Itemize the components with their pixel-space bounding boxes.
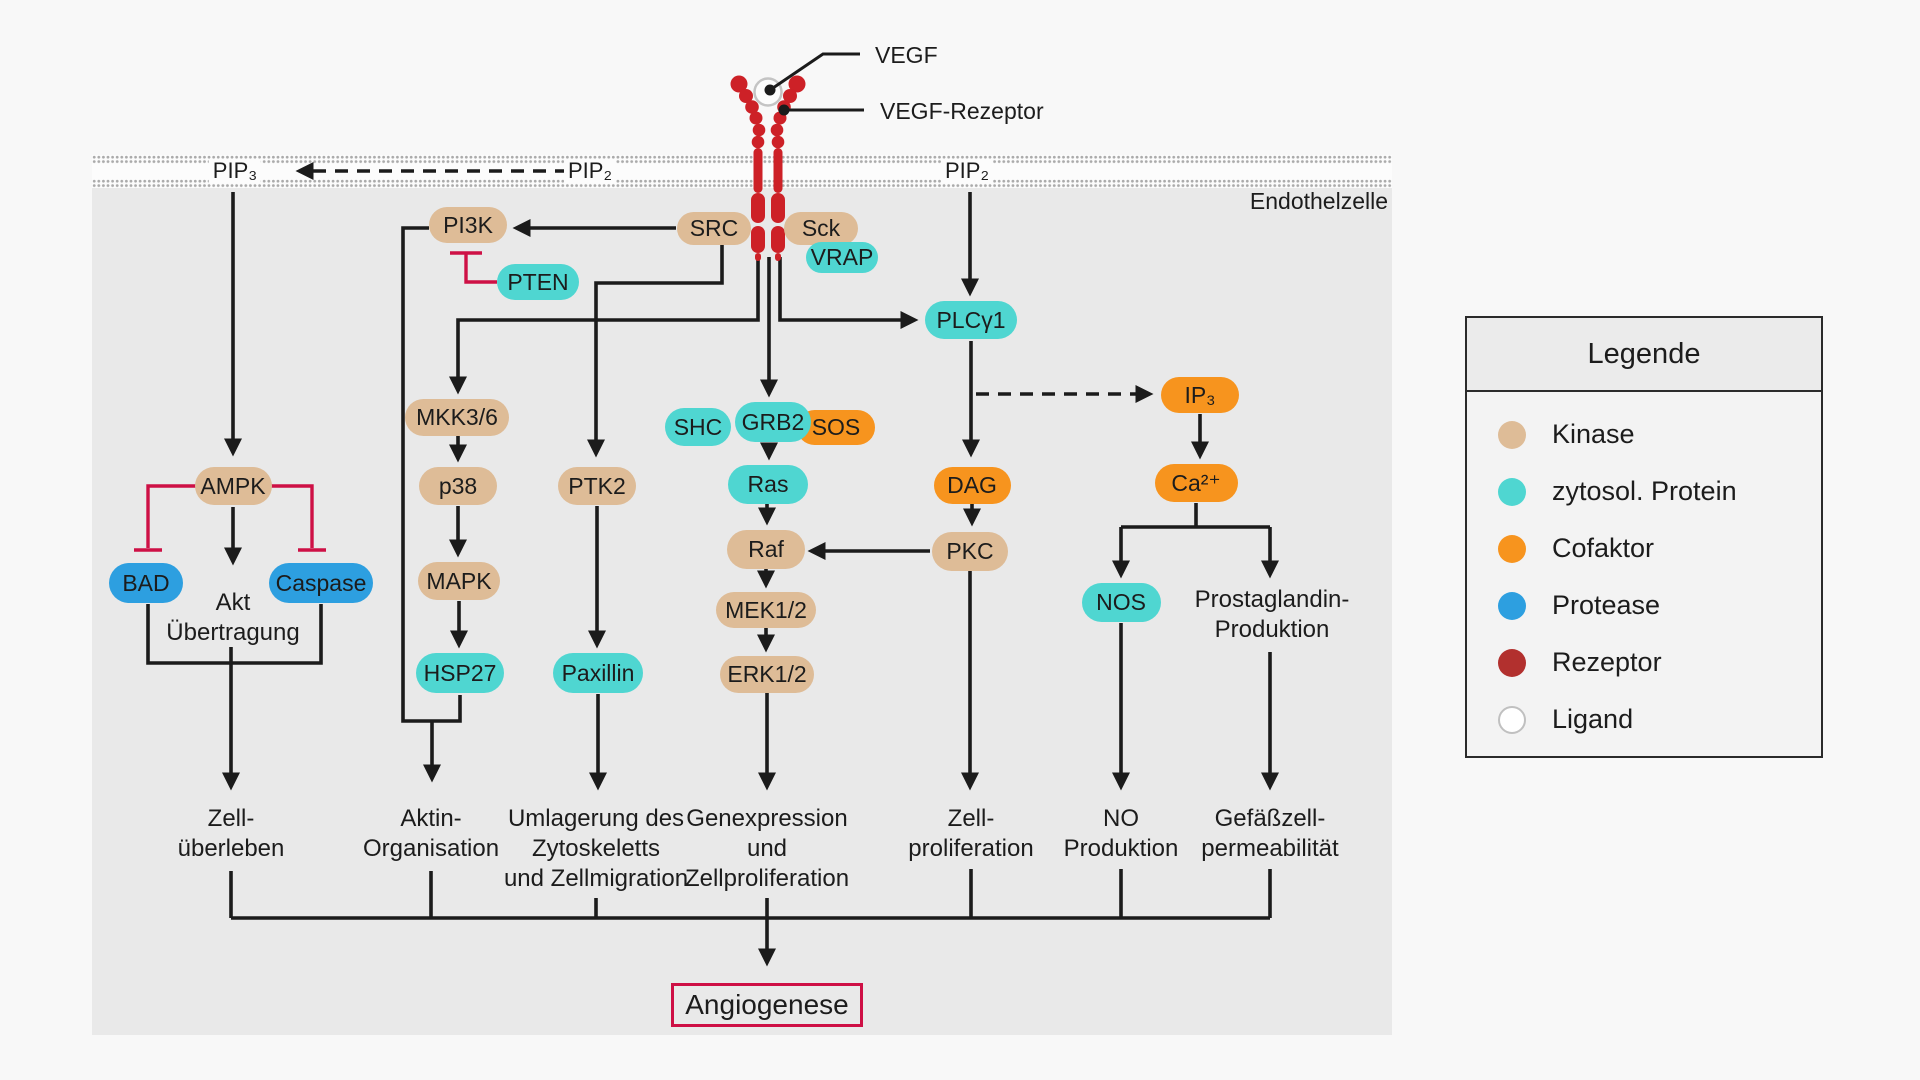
node-ip3: IP₃ bbox=[1161, 377, 1239, 413]
node-dag: DAG bbox=[933, 466, 1011, 504]
inhibition-pten-pi3k bbox=[450, 251, 497, 284]
node-vrap: VRAP bbox=[806, 241, 878, 273]
legend-item-rezeptor: Rezeptor bbox=[1467, 634, 1821, 691]
legend-item-protease: Protease bbox=[1467, 577, 1821, 634]
legend-color-dot bbox=[1498, 534, 1526, 563]
legend-item-label: Protease bbox=[1552, 590, 1661, 620]
vegf-label: VEGF bbox=[875, 42, 938, 68]
legend-color-dot bbox=[1498, 705, 1526, 734]
node-mek12: MEK1/2 bbox=[716, 592, 816, 628]
node-mapk: MAPK bbox=[418, 562, 500, 600]
output-label-gefaesszell-permeabilitaet: Gefäßzell- permeabilität bbox=[1201, 805, 1339, 862]
line-bad-caspase-bracket bbox=[146, 604, 323, 665]
legend-item-label: Cofaktor bbox=[1552, 533, 1655, 563]
output-label-zell-ueberleben: Zell- überleben bbox=[177, 805, 285, 862]
pip2-mid-label: PIP₂ bbox=[564, 159, 616, 183]
legend-item-ligand: Ligand bbox=[1467, 691, 1821, 748]
node-src: SRC bbox=[677, 211, 751, 245]
output-label-genexpression: Genexpression und Zellproliferation bbox=[684, 805, 850, 892]
inhibition-ampk-bad bbox=[134, 484, 196, 552]
node-pkc: PKC bbox=[932, 531, 1008, 571]
node-mkk36: MKK3/6 bbox=[405, 398, 509, 436]
node-pi3k: PI3K bbox=[429, 207, 507, 243]
node-sck: Sck bbox=[784, 211, 858, 245]
text-prostaglandin: Prostaglandin- Produktion bbox=[1194, 586, 1350, 643]
membrane-lipid-row-top bbox=[92, 155, 1392, 164]
vegf-rezeptor-label: VEGF-Rezeptor bbox=[880, 98, 1044, 124]
node-ras: Ras bbox=[728, 464, 808, 504]
legend-item-label: Rezeptor bbox=[1552, 647, 1662, 677]
output-label-no-produktion: NO Produktion bbox=[1063, 805, 1179, 862]
angiogenese-box: Angiogenese bbox=[671, 983, 863, 1027]
inhibition-ampk-caspase bbox=[271, 484, 326, 552]
node-ca2: Ca²⁺ bbox=[1154, 464, 1238, 502]
node-paxillin: Paxillin bbox=[553, 653, 643, 693]
node-grb2: GRB2 bbox=[735, 402, 811, 442]
arrow-src-to-ptk2 bbox=[587, 245, 724, 458]
arrow-receptor-to-mkk36 bbox=[449, 257, 760, 395]
node-nos: NOS bbox=[1081, 582, 1161, 622]
text-akt: Akt Übertragung bbox=[166, 589, 300, 646]
node-bad: BAD bbox=[109, 563, 183, 603]
cell-membrane bbox=[92, 155, 1392, 188]
vegf-receptor-graphic bbox=[730, 75, 806, 261]
legend-title: Legende bbox=[1467, 318, 1821, 392]
node-ptk2: PTK2 bbox=[558, 467, 636, 505]
membrane-lipid-row-bottom bbox=[92, 179, 1392, 188]
node-shc: SHC bbox=[665, 408, 731, 446]
legend-color-dot bbox=[1498, 477, 1526, 506]
arrow-receptor-to-plcg1 bbox=[778, 257, 919, 329]
legend-color-dot bbox=[1498, 420, 1526, 449]
output-label-aktin-organisation: Aktin- Organisation bbox=[362, 805, 500, 862]
node-pten: PTEN bbox=[497, 264, 579, 300]
callout-vegf-rezeptor bbox=[778, 104, 864, 116]
legend-item-label: Kinase bbox=[1552, 419, 1635, 449]
node-raf: Raf bbox=[727, 529, 805, 569]
pip2-right-label: PIP₂ bbox=[941, 159, 993, 183]
legend-color-dot bbox=[1498, 591, 1526, 620]
callout-vegf bbox=[764, 52, 860, 96]
legend-item-zytosol-protein: zytosol. Protein bbox=[1467, 463, 1821, 520]
line-pi3k-hsp27-junction bbox=[401, 226, 462, 723]
line-bottom-bracket-stubs bbox=[229, 869, 1272, 918]
legend-color-dot bbox=[1498, 648, 1526, 677]
output-label-zell-proliferation: Zell- proliferation bbox=[908, 805, 1034, 862]
legend-item-cofaktor: Cofaktor bbox=[1467, 520, 1821, 577]
legend-item-label: zytosol. Protein bbox=[1552, 476, 1737, 506]
node-hsp27: HSP27 bbox=[416, 653, 504, 693]
node-erk12: ERK1/2 bbox=[720, 655, 814, 693]
node-p38: p38 bbox=[419, 467, 497, 505]
line-ca-split bbox=[1121, 503, 1270, 529]
pip3-label: PIP₃ bbox=[208, 159, 262, 183]
output-label-umlagerung-zytoskelett: Umlagerung des Zytoskeletts und Zellmigr… bbox=[503, 805, 689, 892]
legend-item-kinase: Kinase bbox=[1467, 406, 1821, 463]
node-ampk: AMPK bbox=[194, 467, 272, 505]
cell-type-label: Endothelzelle bbox=[1249, 188, 1388, 214]
node-caspase: Caspase bbox=[269, 563, 373, 603]
node-plcg1: PLCγ1 bbox=[925, 301, 1017, 339]
legend-item-label: Ligand bbox=[1552, 704, 1634, 734]
